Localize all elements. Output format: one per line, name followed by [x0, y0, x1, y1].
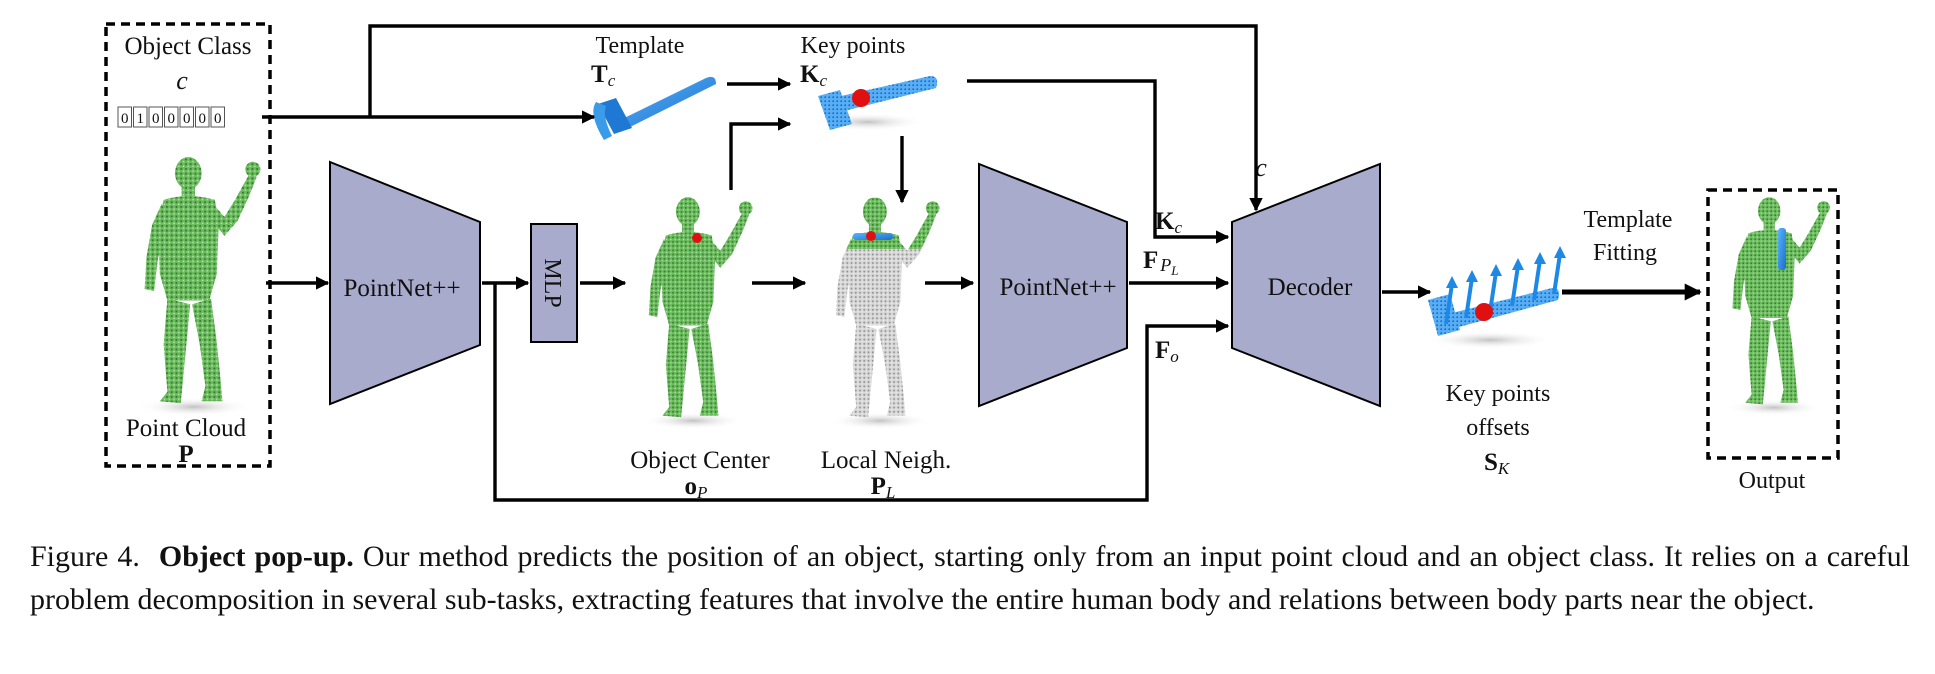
- fitting-label-line1: Template: [1584, 207, 1673, 233]
- encoder2-pointnet-block: [978, 162, 1128, 408]
- one-hot-cell: [148, 106, 163, 128]
- one-hot-digit: 0: [121, 111, 129, 127]
- local-neigh-symbol: PL: [871, 473, 896, 502]
- connections: [262, 24, 1702, 502]
- point-cloud-label: Point Cloud: [126, 415, 247, 442]
- arrow-center-to-keypoints: [729, 117, 792, 190]
- offsets-symbol: SK: [1484, 449, 1511, 478]
- arrow-encoder-to-decoder-fo: [493, 283, 1230, 502]
- decoder-label: Decoder: [1268, 274, 1353, 301]
- input-dashed-box: [104, 22, 272, 468]
- object-class-symbol: c: [176, 66, 188, 95]
- encoder-pointnet-block: [329, 160, 481, 406]
- arrow-class-to-decoder: [368, 24, 1263, 212]
- encoder2-pointnet-label: PointNet++: [999, 274, 1116, 301]
- encoder-pointnet-label: PointNet++: [343, 275, 460, 302]
- feature-fo-symbol: Fo: [1155, 337, 1179, 366]
- one-hot-digit: 0: [214, 111, 222, 127]
- figure-caption: Figure 4. Object pop-up. Our method pred…: [30, 535, 1910, 621]
- input-point-cloud-figure: [137, 157, 261, 417]
- offset-arrow-head: [1512, 258, 1524, 270]
- one-hot-digit: 0: [199, 111, 207, 127]
- object-center-label: Object Center: [630, 447, 770, 474]
- offsets-label-line1: Key points: [1446, 381, 1551, 407]
- offset-arrow-head: [1446, 276, 1458, 288]
- local-center-point-icon: [866, 231, 876, 241]
- offsets-label-line2: offsets: [1466, 415, 1530, 441]
- keypoint-offsets-icon: [1426, 246, 1566, 349]
- offset-arrow-head: [1490, 264, 1502, 276]
- offset-arrow-head: [1534, 252, 1546, 264]
- one-hot-digit: 0: [152, 111, 160, 127]
- keypoints-symbol: Kc: [800, 61, 827, 90]
- decoder-class-symbol: c: [1255, 153, 1267, 182]
- caption-title: Object pop-up.: [158, 540, 354, 573]
- one-hot-cell: [195, 106, 210, 128]
- mlp-label: MLP: [539, 258, 565, 307]
- one-hot-digit: 1: [137, 111, 145, 127]
- object-center-figure: [642, 197, 753, 430]
- one-hot-cell: [179, 106, 194, 128]
- figure-label: Figure 4.: [30, 540, 140, 573]
- one-hot-digit: 0: [183, 111, 191, 127]
- point-cloud-symbol: P: [178, 441, 193, 468]
- offset-arrow: [1532, 259, 1542, 301]
- template-label: Template: [596, 33, 685, 59]
- local-neigh-label: Local Neigh.: [821, 447, 952, 474]
- template-hammer-icon: [593, 76, 716, 140]
- mlp-block: [530, 223, 578, 343]
- one-hot-digit: 0: [168, 111, 176, 127]
- output-figure: [1726, 197, 1830, 416]
- object-center-point-icon: [692, 233, 702, 243]
- object-class-label: Object Class: [124, 33, 251, 60]
- output-label: Output: [1739, 468, 1806, 494]
- offset-arrow: [1464, 277, 1474, 319]
- one-hot-cell: [133, 106, 148, 128]
- one-hot-cell: [164, 106, 179, 128]
- feature-k-symbol: Kc: [1155, 208, 1182, 237]
- arrow-keypoints-to-decoder: [967, 79, 1230, 244]
- offset-arrow: [1510, 265, 1520, 307]
- template-symbol: Tc: [591, 61, 616, 90]
- keypoints-label: Key points: [801, 33, 906, 59]
- fitting-label-line2: Fitting: [1593, 240, 1657, 266]
- offset-arrow-head: [1554, 246, 1566, 258]
- keypoints-hammer-icon: [812, 76, 938, 131]
- one-hot-cell: [117, 106, 132, 128]
- one-hot-cell: [210, 106, 225, 128]
- offset-arrow: [1552, 253, 1562, 295]
- offset-arrow: [1488, 271, 1498, 313]
- output-hammer-icon: [1778, 228, 1786, 270]
- offset-arrow: [1444, 283, 1454, 325]
- object-center-symbol: oP: [685, 473, 708, 502]
- decoder-block: [1231, 162, 1381, 408]
- offset-arrow-head: [1466, 270, 1478, 282]
- caption-body: Our method predicts the position of an o…: [30, 540, 1911, 616]
- output-dashed-box: [1706, 188, 1840, 460]
